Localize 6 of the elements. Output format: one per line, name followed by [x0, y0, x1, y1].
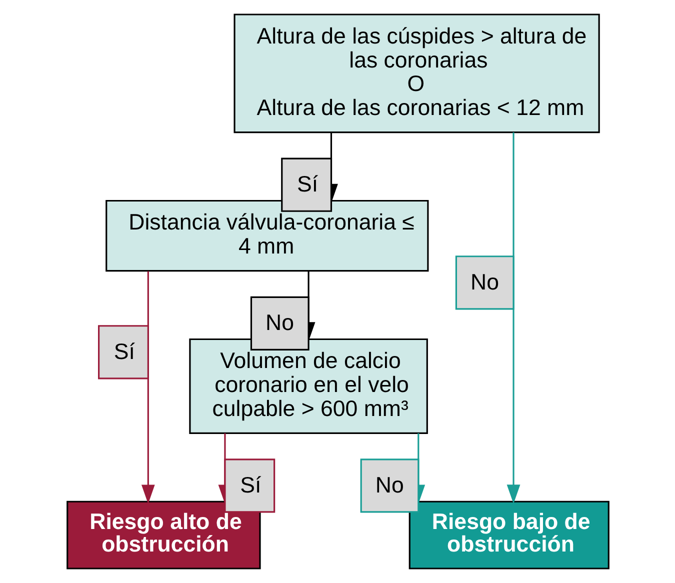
edge-label: No: [374, 472, 404, 498]
edge-label: No: [470, 269, 498, 294]
edge-label: Sí: [113, 338, 134, 364]
edge-label: Sí: [296, 172, 318, 197]
edge-label: Sí: [240, 472, 261, 498]
edge-label: No: [265, 310, 294, 336]
